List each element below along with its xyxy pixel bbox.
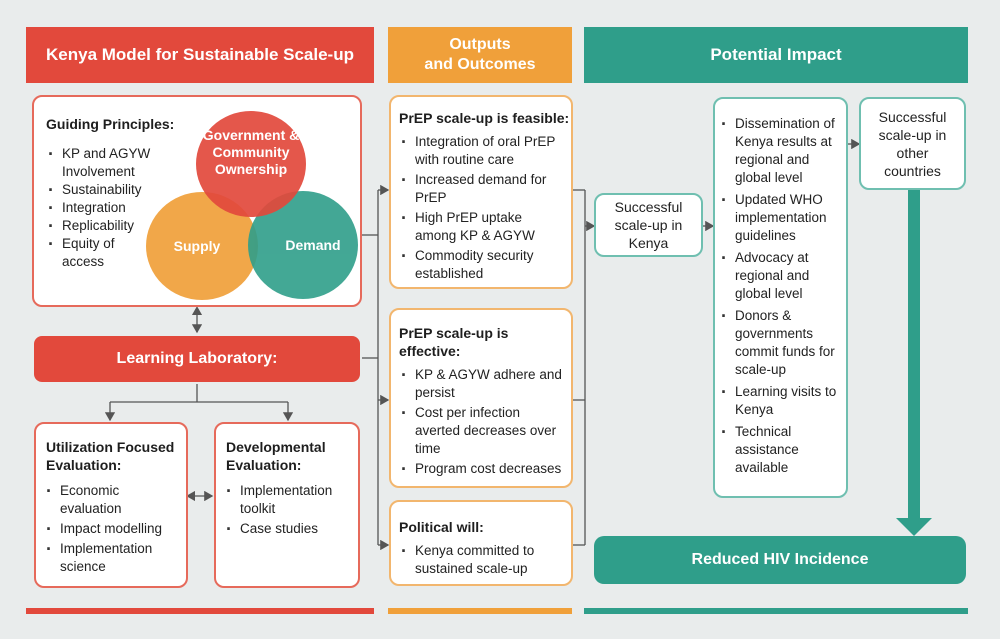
ufe-list: Economic evaluationImpact modellingImple… — [44, 482, 184, 578]
guiding-principles-box: Guiding Principles: KP and AGYW Involvem… — [32, 95, 362, 307]
reduced-hiv-box: Reduced HIV Incidence — [594, 536, 966, 584]
other-success-box: Successful scale-up in other countries — [859, 97, 966, 190]
bottom-bar-teal — [584, 608, 968, 614]
impact-arrow-head — [896, 518, 932, 536]
effective-list: KP & AGYW adhere and persistCost per inf… — [399, 366, 567, 480]
ufe-title: Utilization Focused Evaluation: — [46, 439, 175, 473]
bottom-bar-orange — [388, 608, 572, 614]
political-title: Political will: — [399, 519, 484, 535]
dissemination-item: Dissemination of Kenya results at region… — [719, 115, 843, 187]
dissemination-item: Updated WHO implementation guidelines — [719, 191, 843, 245]
guiding-principles-list: KP and AGYW InvolvementSustainabilityInt… — [46, 145, 158, 271]
guiding-principle-item: Integration — [46, 199, 158, 217]
ufe-item: Implementation science — [44, 540, 184, 576]
feasible-item: Integration of oral PrEP with routine ca… — [399, 133, 567, 169]
ufe-box: Utilization Focused Evaluation: Economic… — [34, 422, 188, 588]
developmental-list: Implementation toolkitCase studies — [224, 482, 356, 540]
guiding-principle-item: Replicability — [46, 217, 158, 235]
dissemination-list: Dissemination of Kenya results at region… — [719, 115, 843, 481]
political-item: Kenya committed to sustained scale-up — [399, 542, 567, 578]
dissemination-item: Advocacy at regional and global level — [719, 249, 843, 303]
effective-title: PrEP scale-up is effective: — [399, 325, 509, 359]
dissemination-box: Dissemination of Kenya results at region… — [713, 97, 848, 498]
feasible-item: High PrEP uptake among KP & AGYW — [399, 209, 567, 245]
ufe-item: Economic evaluation — [44, 482, 184, 518]
learning-laboratory: Learning Laboratory: — [34, 336, 360, 382]
feasible-list: Integration of oral PrEP with routine ca… — [399, 133, 567, 285]
feasible-item: Increased demand for PrEP — [399, 171, 567, 207]
header-impact: Potential Impact — [584, 27, 968, 83]
dissemination-item: Donors & governments commit funds for sc… — [719, 307, 843, 379]
developmental-box: Developmental Evaluation: Implementation… — [214, 422, 360, 588]
political-list: Kenya committed to sustained scale-up — [399, 542, 567, 578]
guiding-principle-item: Sustainability — [46, 181, 158, 199]
guiding-principle-item: KP and AGYW Involvement — [46, 145, 158, 181]
feasible-title: PrEP scale-up is feasible: — [399, 110, 570, 126]
impact-arrow-shaft — [908, 190, 920, 518]
bottom-bar-red — [26, 608, 374, 614]
ufe-item: Impact modelling — [44, 520, 184, 538]
dissemination-item: Learning visits to Kenya — [719, 383, 843, 419]
political-box: Political will: Kenya committed to susta… — [389, 500, 573, 586]
guiding-principle-item: Equity of access — [46, 235, 158, 271]
effective-item: Cost per infection averted decreases ove… — [399, 404, 567, 458]
effective-box: PrEP scale-up is effective: KP & AGYW ad… — [389, 308, 573, 488]
feasible-item: Commodity security established — [399, 247, 567, 283]
guiding-principles-title: Guiding Principles: — [46, 116, 175, 132]
developmental-title: Developmental Evaluation: — [226, 439, 326, 473]
kenya-success-box: Successful scale-up in Kenya — [594, 193, 703, 257]
effective-item: KP & AGYW adhere and persist — [399, 366, 567, 402]
developmental-item: Case studies — [224, 520, 356, 538]
header-model: Kenya Model for Sustainable Scale-up — [26, 27, 374, 83]
effective-item: Program cost decreases — [399, 460, 567, 478]
venn-government: Government & Community Ownership — [196, 111, 306, 217]
dissemination-item: Technical assistance available — [719, 423, 843, 477]
developmental-item: Implementation toolkit — [224, 482, 356, 518]
feasible-box: PrEP scale-up is feasible: Integration o… — [389, 95, 573, 289]
header-outputs: Outputs and Outcomes — [388, 27, 572, 83]
